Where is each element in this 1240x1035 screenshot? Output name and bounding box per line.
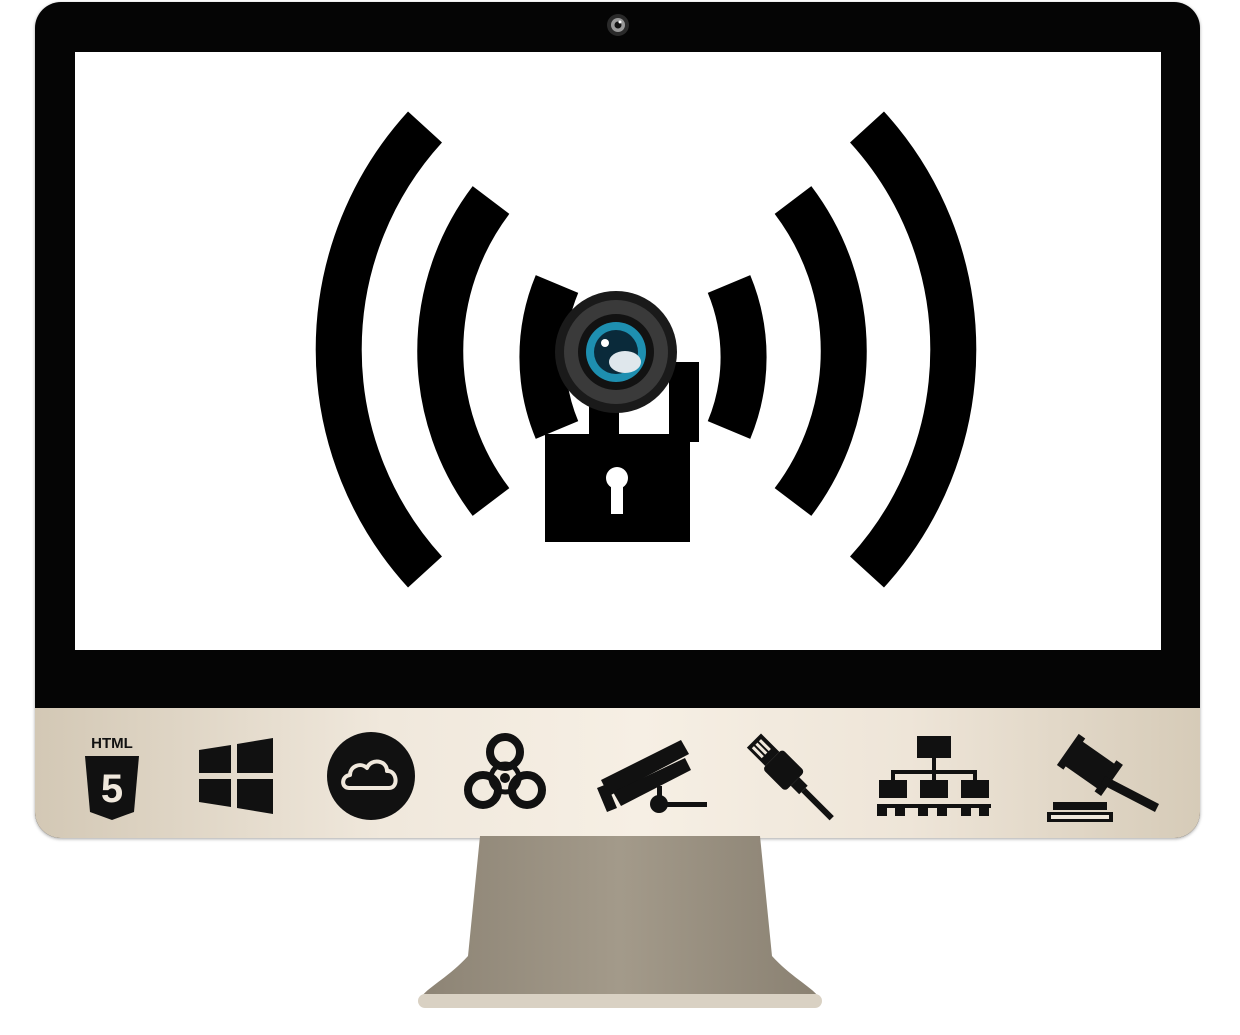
windows-logo-icon <box>199 738 273 814</box>
html5-digit: 5 <box>101 767 123 811</box>
ethernet-plug-icon <box>746 733 834 821</box>
gavel-icon <box>1047 733 1159 822</box>
wifi-waves-icon <box>315 111 977 588</box>
biohazard-icon <box>464 733 546 809</box>
screen <box>75 52 1161 650</box>
html5-label: HTML <box>91 735 133 752</box>
html5-icon: HTML 5 <box>85 735 139 820</box>
cloud-icon <box>327 732 415 820</box>
monitor-chin: HTML 5 <box>35 708 1200 838</box>
webcam-icon <box>607 14 629 36</box>
monitor: HTML 5 <box>35 2 1200 838</box>
security-camera-icon <box>597 740 707 813</box>
camera-lens-icon <box>555 291 677 413</box>
monitor-stand <box>418 836 822 1008</box>
wireless-lock-graphic <box>315 111 977 588</box>
network-hierarchy-icon <box>877 736 991 816</box>
